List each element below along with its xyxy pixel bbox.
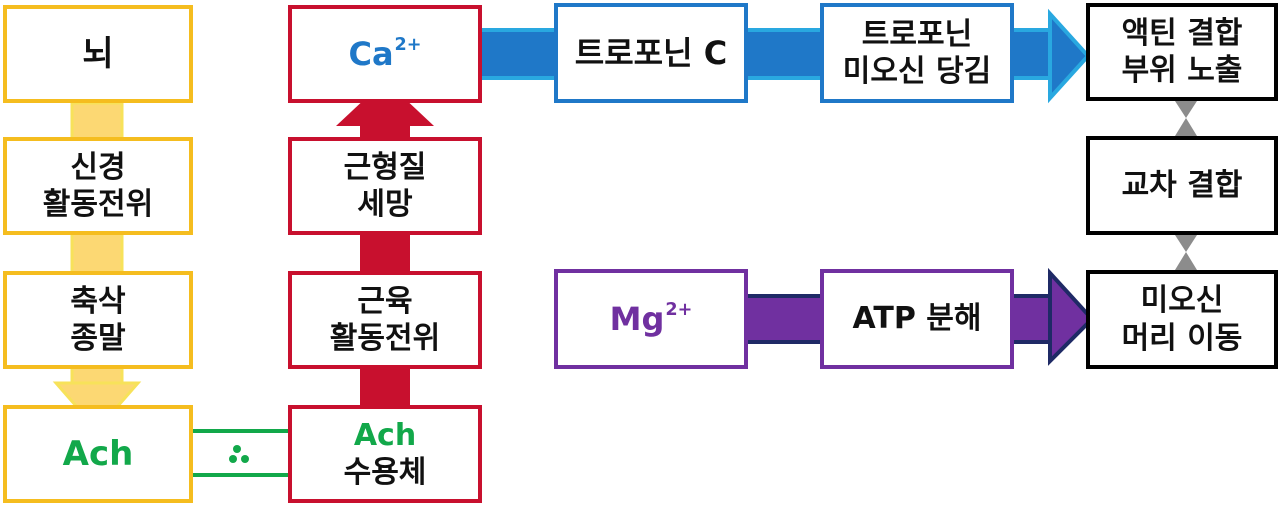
acetylcholine-box: Ach [3, 405, 193, 503]
neurotransmitter-dot [229, 455, 237, 463]
neurotransmitter-dot [233, 445, 241, 453]
myosin-line1: 미오신 [1140, 283, 1224, 318]
axon-terminal-box: 축삭 종말 [3, 271, 193, 369]
troponin-myosin-box: 트로포닌 미오신 당김 [820, 3, 1014, 103]
cross-bridge-label: 교차 결합 [1121, 167, 1243, 203]
troponin-c-box: 트로포닌 C [554, 3, 748, 103]
muscle-ap-line2: 활동전위 [329, 321, 441, 356]
nerve-ap-line2: 활동전위 [42, 187, 154, 222]
brain-box: 뇌 [3, 5, 193, 103]
connector-hourglass [1175, 235, 1197, 270]
actin-line1: 액틴 결합 [1121, 15, 1243, 51]
axon-terminal-line1: 축삭 [70, 283, 126, 319]
ach-receptor-line2: 수용체 [343, 455, 427, 490]
sarcoplasmic-reticulum-box: 근형질 세망 [288, 137, 482, 235]
myosin-head-box: 미오신 머리 이동 [1086, 270, 1278, 369]
axon-terminal-line2: 종말 [70, 321, 126, 356]
muscle-ap-line1: 근육 [357, 283, 413, 319]
connector-hourglass [1175, 101, 1197, 136]
troponin-c-label: 트로포닌 C [574, 34, 728, 72]
calcium-ion-label: Ca2+ [348, 35, 422, 73]
acetylcholine-receptor-box: Ach 수용체 [288, 405, 482, 503]
sr-line2: 세망 [357, 187, 413, 222]
atp-hydrolysis-label: ATP 분해 [852, 301, 982, 337]
muscle-action-potential-box: 근육 활동전위 [288, 271, 482, 369]
magnesium-ion-label: Mg2+ [609, 300, 693, 338]
magnesium-flow-arrowhead [1048, 267, 1095, 366]
nerve-ap-line1: 신경 [70, 149, 126, 185]
ach-receptor-line1: Ach [353, 417, 417, 453]
muscle-flow-arrowhead [336, 80, 434, 126]
troponin-line1: 트로포닌 [861, 16, 973, 52]
troponin-line2: 미오신 당김 [842, 54, 992, 89]
sr-line1: 근형질 [343, 149, 427, 185]
acetylcholine-label: Ach [62, 433, 134, 474]
actin-binding-site-box: 액틴 결합 부위 노출 [1086, 3, 1278, 101]
magnesium-ion-box: Mg2+ [554, 269, 748, 369]
cross-bridge-box: 교차 결합 [1086, 136, 1278, 235]
nerve-action-potential-box: 신경 활동전위 [3, 137, 193, 235]
brain-label: 뇌 [82, 33, 114, 74]
atp-hydrolysis-box: ATP 분해 [820, 269, 1014, 369]
calcium-ion-box: Ca2+ [288, 5, 482, 103]
myosin-line2: 머리 이동 [1121, 320, 1243, 356]
actin-line2: 부위 노출 [1121, 53, 1243, 88]
calcium-flow-arrowhead [1048, 8, 1091, 104]
neurotransmitter-dot [241, 455, 249, 463]
